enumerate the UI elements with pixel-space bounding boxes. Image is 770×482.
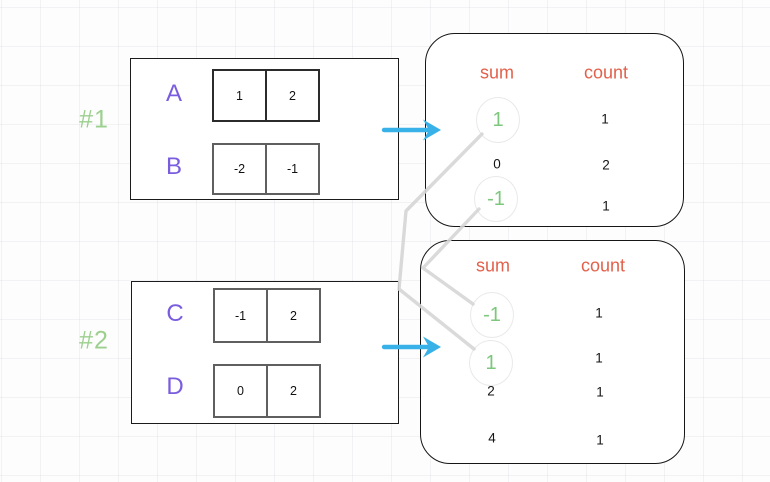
array-d-cell-0: 0 (237, 384, 244, 398)
count-value: 2 (602, 157, 610, 173)
array-b-cell-0: -2 (233, 162, 246, 176)
count-column-header-2: count (580, 255, 626, 276)
array-b: -2 -1 (212, 143, 320, 195)
sum-value: 2 (487, 383, 495, 399)
array-a-cell-1: 2 (265, 71, 318, 120)
array-c: -1 2 (213, 288, 321, 343)
array-d-name: D (166, 373, 184, 400)
sum-value-circled: 1 (476, 97, 520, 143)
array-c-name: C (166, 300, 184, 327)
count-value: 1 (596, 432, 604, 448)
sum-value-circled: -1 (470, 292, 514, 338)
count-value: 1 (602, 198, 610, 214)
count-value: 1 (595, 305, 603, 321)
count-value: 1 (595, 350, 603, 366)
sum-value: 0 (493, 156, 501, 172)
sum-value-circled: -1 (474, 176, 518, 222)
array-d-cell-1: 2 (266, 366, 319, 416)
count-value: 1 (601, 111, 609, 127)
array-c-cell-0: -1 (234, 308, 247, 323)
count-column-header-1: count (583, 62, 629, 83)
example-2-input-box: C -1 2 D 0 2 (131, 281, 399, 424)
example-1-input-box: A 1 2 B -2 -1 (130, 58, 399, 200)
array-a-name: A (165, 80, 183, 107)
example-2-label: #2 (79, 326, 109, 355)
sum-value: 4 (488, 430, 496, 446)
array-c-cell-1: 2 (266, 290, 319, 341)
sum-column-header-2: sum (475, 255, 511, 276)
array-d: 0 2 (213, 364, 321, 418)
sum-column-header-1: sum (479, 62, 515, 83)
example-1-label: #1 (79, 105, 109, 134)
array-b-name: B (165, 153, 183, 180)
array-a-cell-0: 1 (236, 88, 243, 103)
example-1-result-table: sum count 1 1 0 2 -1 1 (425, 33, 684, 227)
count-value: 1 (596, 384, 604, 400)
array-b-cell-1: -1 (265, 145, 318, 193)
array-a: 1 2 (212, 69, 320, 122)
example-2-result-table: sum count -1 1 1 1 2 1 4 1 (420, 240, 685, 464)
sum-value-circled: 1 (469, 340, 513, 386)
